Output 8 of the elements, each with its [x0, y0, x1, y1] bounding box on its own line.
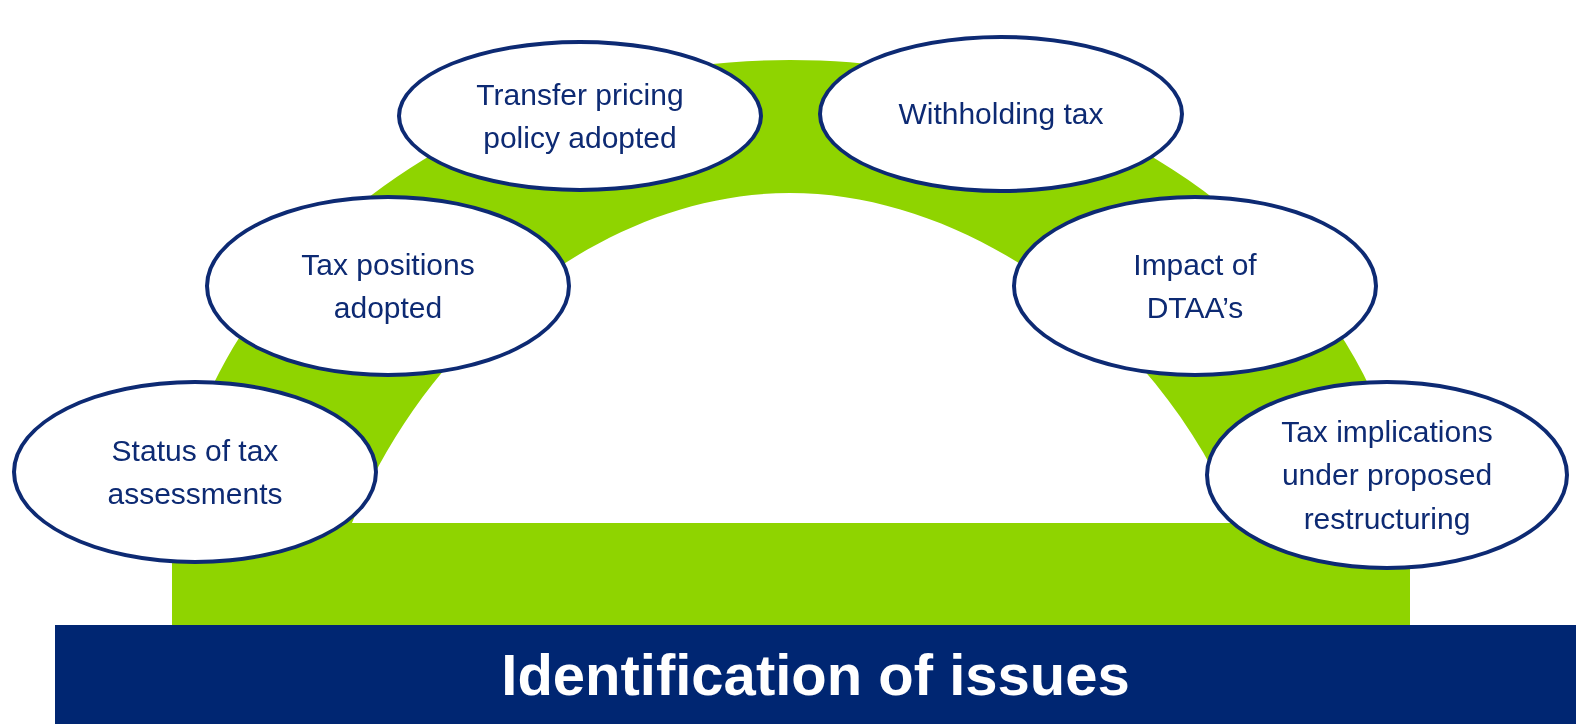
band-title: Identification of issues — [501, 641, 1130, 708]
topic-label: Tax implications under proposed restructuring — [1280, 413, 1494, 537]
topic-label: Tax positions adopted — [300, 246, 476, 326]
topic-label: Status of tax assessments — [106, 432, 284, 512]
topic-label: Transfer pricing policy adopted — [475, 76, 685, 156]
title-band — [55, 625, 1576, 724]
topic-label: Impact of DTAA’s — [1132, 246, 1258, 326]
topic-label: Withholding tax — [898, 96, 1104, 133]
